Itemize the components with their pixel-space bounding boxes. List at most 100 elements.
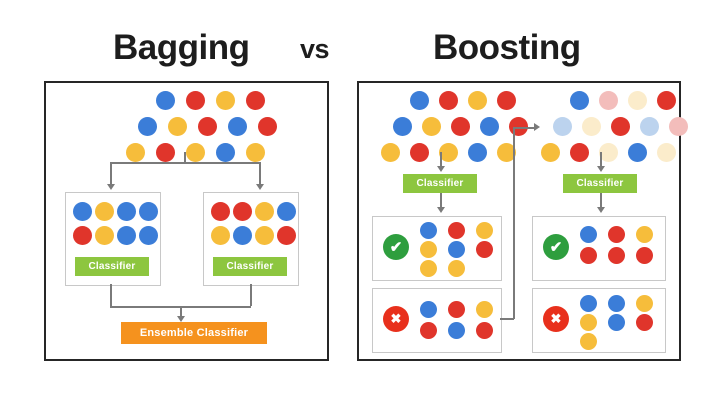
data-point-red [211,202,230,221]
data-point-red-faded [669,117,688,136]
data-point-blue [117,226,136,245]
data-point-yellow-faded [599,143,618,162]
data-point-red [608,247,625,264]
data-point-yellow [541,143,560,162]
data-point-red [448,222,465,239]
bagging-arrow-left [107,184,115,190]
data-point-yellow [255,202,274,221]
data-point-yellow [126,143,145,162]
data-point-red [636,247,653,264]
data-point-red [476,241,493,258]
data-point-yellow [186,143,205,162]
bagging-split-bar [110,162,260,164]
data-point-red [186,91,205,110]
feedback-seg-top [513,127,535,129]
feedback-seg-bottom [500,318,514,320]
check-icon-1: ✔ [383,234,409,260]
check-icon-2: ✔ [543,234,569,260]
data-point-yellow [476,222,493,239]
bagging-classifier-left: Classifier [75,257,149,276]
data-point-blue [73,202,92,221]
data-point-blue [580,226,597,243]
data-point-yellow [468,91,487,110]
data-point-red [636,314,653,331]
bagging-merge-stem [180,306,182,318]
data-point-yellow [497,143,516,162]
data-point-yellow [420,260,437,277]
data-point-red [439,91,458,110]
data-point-red [258,117,277,136]
data-point-yellow [439,143,458,162]
data-point-blue [608,314,625,331]
data-point-red [233,202,252,221]
bagging-split-stem [184,152,186,162]
data-point-blue [580,295,597,312]
data-point-yellow-faded [628,91,647,110]
data-point-red [476,322,493,339]
title-vs: vs [300,34,330,64]
diagram-title: Bagging vs Boosting [0,27,720,69]
data-point-blue [480,117,499,136]
data-point-blue [570,91,589,110]
data-point-blue [228,117,247,136]
data-point-yellow [216,91,235,110]
boosting-arrow-classifier-1 [437,166,445,172]
bagging-merge-right [250,284,252,306]
boosting-stem-2b [600,193,602,209]
data-point-blue [156,91,175,110]
data-point-blue [420,301,437,318]
data-point-blue [138,117,157,136]
data-point-red [497,91,516,110]
title-bagging: Bagging [113,28,250,67]
data-point-yellow [422,117,441,136]
bagging-merge-left [110,284,112,306]
data-point-yellow [636,295,653,312]
data-point-yellow [95,226,114,245]
bagging-split-left [110,162,112,184]
data-point-red [198,117,217,136]
data-point-blue [448,322,465,339]
data-point-blue [468,143,487,162]
data-point-red [611,117,630,136]
data-point-yellow [95,202,114,221]
data-point-blue [117,202,136,221]
data-point-blue [420,222,437,239]
data-point-yellow [255,226,274,245]
data-point-yellow [381,143,400,162]
data-point-red [410,143,429,162]
data-point-blue [139,202,158,221]
data-point-red [451,117,470,136]
data-point-blue [448,241,465,258]
data-point-yellow [448,260,465,277]
data-point-red [608,226,625,243]
bagging-arrow-right [256,184,264,190]
boosting-arrow-result-1 [437,207,445,213]
data-point-blue [277,202,296,221]
data-point-red [448,301,465,318]
data-point-blue-faded [640,117,659,136]
data-point-yellow [580,333,597,350]
data-point-red-faded [599,91,618,110]
boosting-classifier-2: Classifier [563,174,637,193]
data-point-yellow [420,241,437,258]
data-point-blue [410,91,429,110]
data-point-blue [233,226,252,245]
boosting-arrow-classifier-2 [597,166,605,172]
data-point-blue-faded [553,117,572,136]
data-point-red [580,247,597,264]
bagging-arrow-ensemble [177,316,185,322]
data-point-yellow [476,301,493,318]
boosting-stem-1b [440,193,442,209]
cross-icon-1: ✖ [383,306,409,332]
data-point-red [73,226,92,245]
boosting-stem-1 [440,152,442,168]
data-point-blue [608,295,625,312]
data-point-red [277,226,296,245]
bagging-classifier-right: Classifier [213,257,287,276]
bagging-split-right [259,162,261,184]
data-point-blue [393,117,412,136]
data-point-yellow [580,314,597,331]
data-point-red [420,322,437,339]
ensemble-classifier-bar: Ensemble Classifier [121,322,267,344]
